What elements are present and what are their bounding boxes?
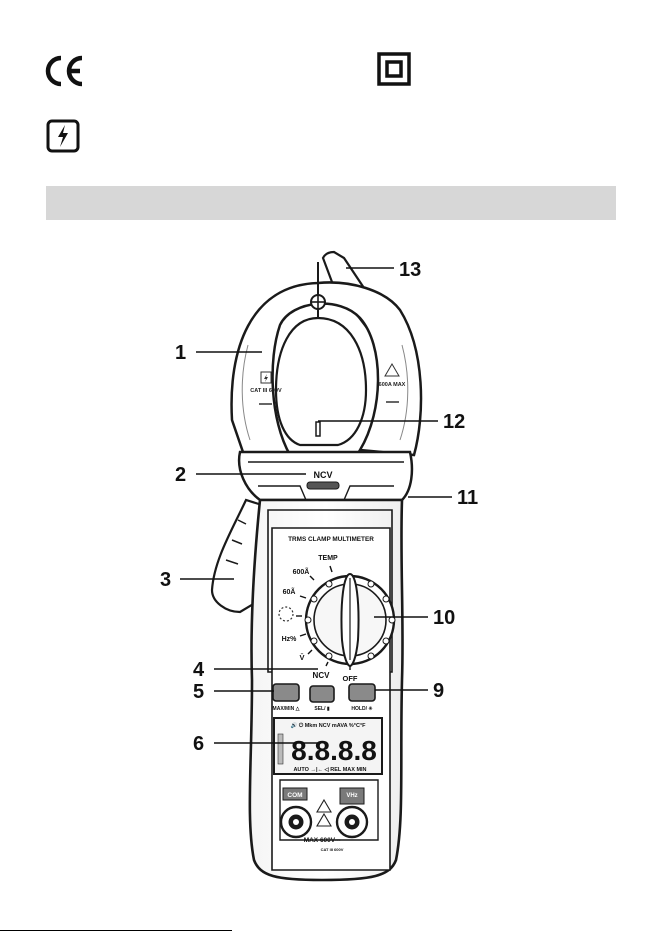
callout-13: 13	[399, 259, 421, 281]
ncv-label: NCV	[313, 470, 332, 480]
jaw-center-mark	[316, 422, 320, 436]
maxmin-label: MAX/MIN △	[273, 706, 300, 712]
sel-label: SEL/ ▮	[314, 706, 330, 712]
maxmin-button	[273, 684, 299, 701]
dial-temp: TEMP	[318, 555, 338, 562]
dial-v: V̄	[299, 653, 304, 662]
callout-2: 2	[175, 464, 186, 486]
callout-9: 9	[433, 680, 444, 702]
max-label: MAX 600V⎓	[304, 837, 341, 844]
callout-12: 12	[443, 411, 465, 433]
jaw-right-marking: 600A MAX	[379, 382, 406, 388]
com-label: COM	[287, 792, 302, 799]
sel-button	[310, 686, 334, 702]
callout-1: 1	[175, 342, 186, 364]
brand-text: TRMS CLAMP MULTIMETER	[288, 536, 374, 543]
lcd-bottom-row: AUTO →|← ◁ REL MAX MIN	[293, 766, 366, 773]
jaw-left-marking: CAT III 600V	[250, 388, 282, 394]
callout-11: 11	[457, 487, 478, 509]
dial-hz: Hz%	[282, 636, 298, 643]
callout-5: 5	[193, 681, 204, 703]
callout-10: 10	[433, 607, 455, 629]
dial-600a: 600Ã	[293, 567, 310, 576]
lcd-digits: 8.8.8.8	[291, 735, 377, 766]
dial-off: OFF	[343, 674, 358, 683]
callout-6: 6	[193, 733, 204, 755]
lcd-side-icons	[278, 734, 283, 764]
footnote-rule	[0, 930, 232, 931]
hold-label: HOLD/ ✳	[351, 706, 373, 712]
vhz-label: VHz	[346, 793, 357, 799]
jaw-opening	[276, 318, 366, 445]
callout-4: 4	[193, 659, 205, 681]
lcd-top-row: 🔊 ⏻ Mkm NCV mAVA %°C°F	[290, 721, 366, 729]
ncv-indicator	[307, 482, 339, 489]
hold-button	[349, 684, 375, 701]
callout-3: 3	[160, 569, 171, 591]
cat-label: CAT III 600V	[321, 847, 344, 852]
dial-ncv: NCV	[313, 671, 331, 680]
dial-60a: 60Ã	[283, 587, 296, 596]
